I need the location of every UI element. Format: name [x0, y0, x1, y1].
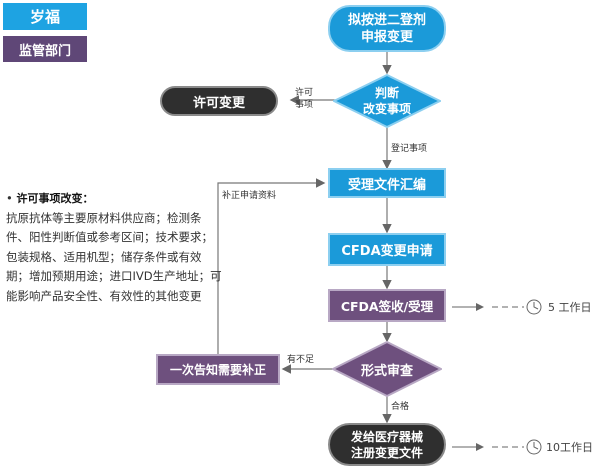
label-qualified: 合格	[391, 402, 410, 412]
node-start: 拟按进二登剂 申报变更	[328, 5, 446, 52]
arrow-notify-compile	[217, 178, 326, 354]
judge-diamond-shape	[333, 74, 441, 128]
department-tag: 监管部门	[3, 36, 87, 62]
clock-icon-2	[526, 439, 542, 455]
label-permit-item: 许可 事项	[295, 88, 314, 110]
label-supplement-materials: 补正申请资料	[222, 191, 277, 201]
timer-issue: 10工作日	[546, 441, 593, 454]
node-notify-supplement: 一次告知需要补正	[156, 354, 280, 385]
note-heading: • 许可事项改变：	[6, 189, 224, 209]
review-label: 形式审查	[360, 363, 413, 379]
clock-hands-2	[533, 442, 539, 450]
note-body: 抗原抗体等主要原材料供应商；检测条件、阳性判断值或参考区间；技术要求；包装规格、…	[6, 210, 222, 303]
node-permit-change: 许可变更	[160, 86, 278, 116]
node-judge: 判断 改变事项	[333, 74, 441, 128]
note-title: 许可事项改变：	[16, 192, 94, 205]
label-register-item: 登记事项	[391, 144, 428, 154]
clock-icon-1	[526, 299, 542, 315]
node-cfda-accept: CFDA签收/受理	[328, 289, 446, 322]
product-tag: 岁福	[3, 3, 87, 30]
node-issue: 发给医疗器械 注册变更文件	[328, 423, 446, 466]
review-diamond-shape	[332, 341, 442, 397]
permit-change-note: • 许可事项改变： 抗原抗体等主要原材料供应商；检测条件、阳性判断值或参考区间；…	[6, 189, 224, 306]
judge-label: 判断 改变事项	[362, 86, 411, 116]
node-cfda-apply: CFDA变更申请	[328, 233, 446, 266]
label-insufficient: 有不足	[287, 355, 315, 365]
bullet-icon: •	[6, 191, 13, 205]
node-compile: 受理文件汇编	[328, 168, 446, 198]
node-formal-review: 形式审查	[332, 341, 442, 397]
timer-accept: 5 工作日	[548, 301, 592, 314]
clock-hands-1	[533, 302, 539, 310]
